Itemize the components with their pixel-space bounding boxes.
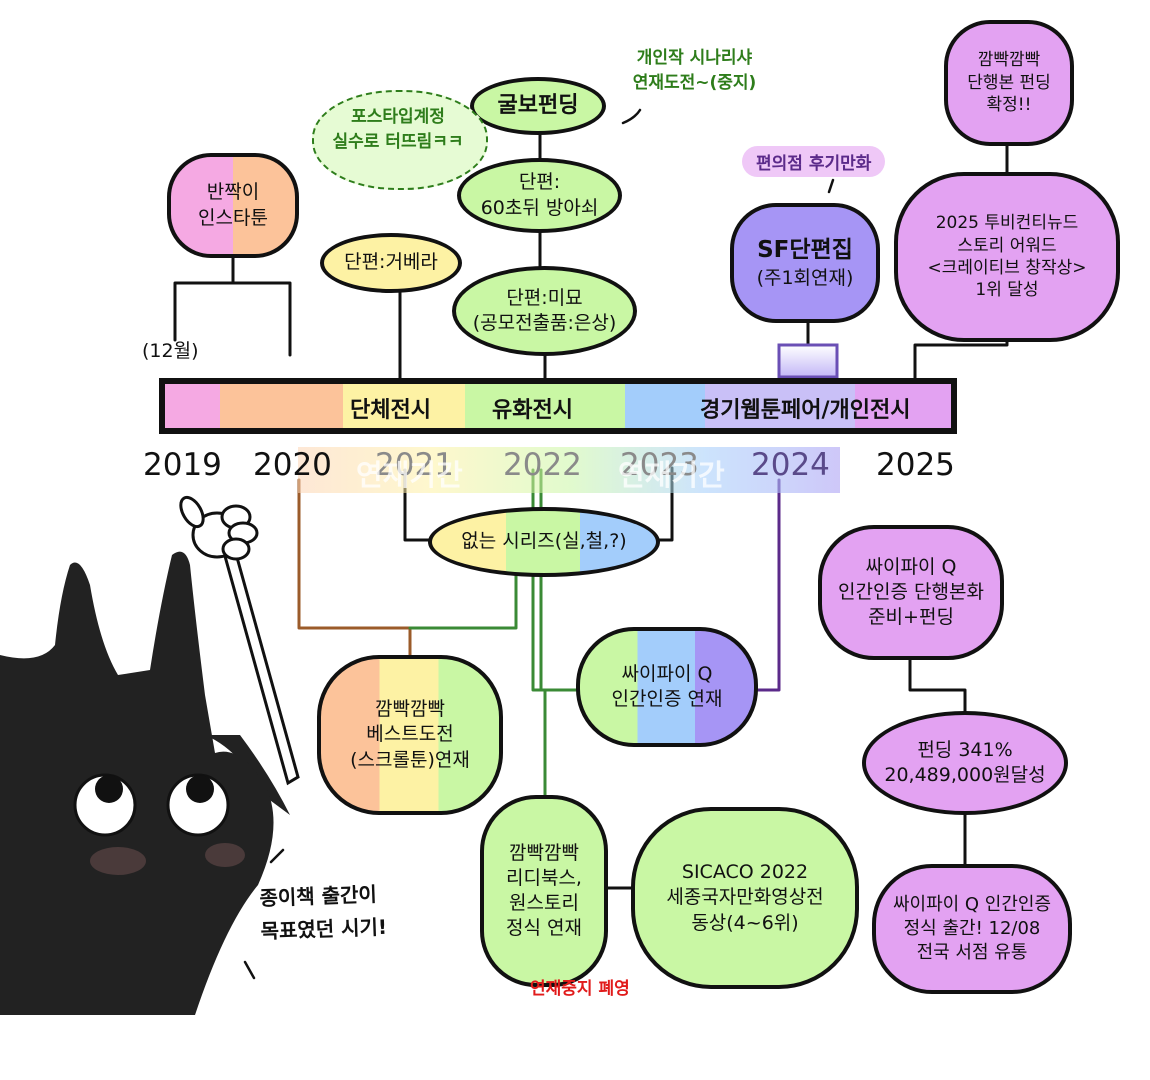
node-no-series: 없는 시리즈(실,철,?) bbox=[428, 507, 660, 577]
line-purple bbox=[753, 478, 781, 692]
tail-convenience bbox=[827, 178, 835, 194]
speech-strokes bbox=[243, 848, 285, 980]
annotation-convenience: 편의점 후기만화 bbox=[742, 146, 886, 177]
annotation-cancel: 연재중지 폐영 bbox=[530, 979, 630, 999]
hiatus-label-2: 연재기간 bbox=[618, 458, 725, 492]
bar-label-group: 단체전시 bbox=[350, 398, 431, 423]
line-banzzak bbox=[173, 256, 292, 357]
year-2025: 2025 bbox=[876, 447, 955, 483]
timeline-bar bbox=[159, 378, 957, 434]
line-brown bbox=[297, 478, 412, 657]
year-2023: 2023 bbox=[620, 447, 699, 483]
year-2020: 2020 bbox=[253, 447, 332, 483]
mascot-speech: 종이책 출간이 목표였던 시기! bbox=[259, 882, 388, 944]
tail-personal bbox=[621, 108, 642, 125]
sf-bracket bbox=[777, 343, 839, 379]
bar-label-fair: 경기웹툰페어/개인전시 bbox=[700, 398, 911, 423]
bar-label-oil: 유화전시 bbox=[492, 398, 573, 423]
hiatus-label-1: 연재기간 bbox=[356, 458, 463, 492]
node-short60: 단편:60초뒤 방아쇠 bbox=[457, 158, 622, 233]
year-2022: 2022 bbox=[503, 447, 582, 483]
annotation-postype-bubble bbox=[312, 90, 488, 190]
line-scifi-book bbox=[908, 658, 967, 867]
line-award bbox=[913, 143, 1009, 380]
mascot-illustration bbox=[0, 495, 300, 1015]
line-green-scifi bbox=[539, 468, 578, 692]
year-2021: 2021 bbox=[375, 447, 454, 483]
line-green-best bbox=[408, 573, 518, 630]
year-2024: 2024 bbox=[751, 447, 830, 483]
node-gulbo: 굴보펀딩 bbox=[470, 77, 606, 135]
node-sf: SF단편집(주1회연재) bbox=[730, 203, 880, 323]
month-label: (12월) bbox=[142, 340, 199, 362]
node-mimyo: 단편:미묘(공모전출품:은상) bbox=[452, 266, 637, 356]
year-2019: 2019 bbox=[143, 447, 222, 483]
line-green-ridi bbox=[531, 468, 547, 797]
node-funding-result: 펀딩 341%20,489,000원달성 bbox=[862, 711, 1068, 815]
hiatus-band bbox=[298, 447, 840, 493]
node-gabera: 단편:거베라 bbox=[320, 233, 462, 293]
